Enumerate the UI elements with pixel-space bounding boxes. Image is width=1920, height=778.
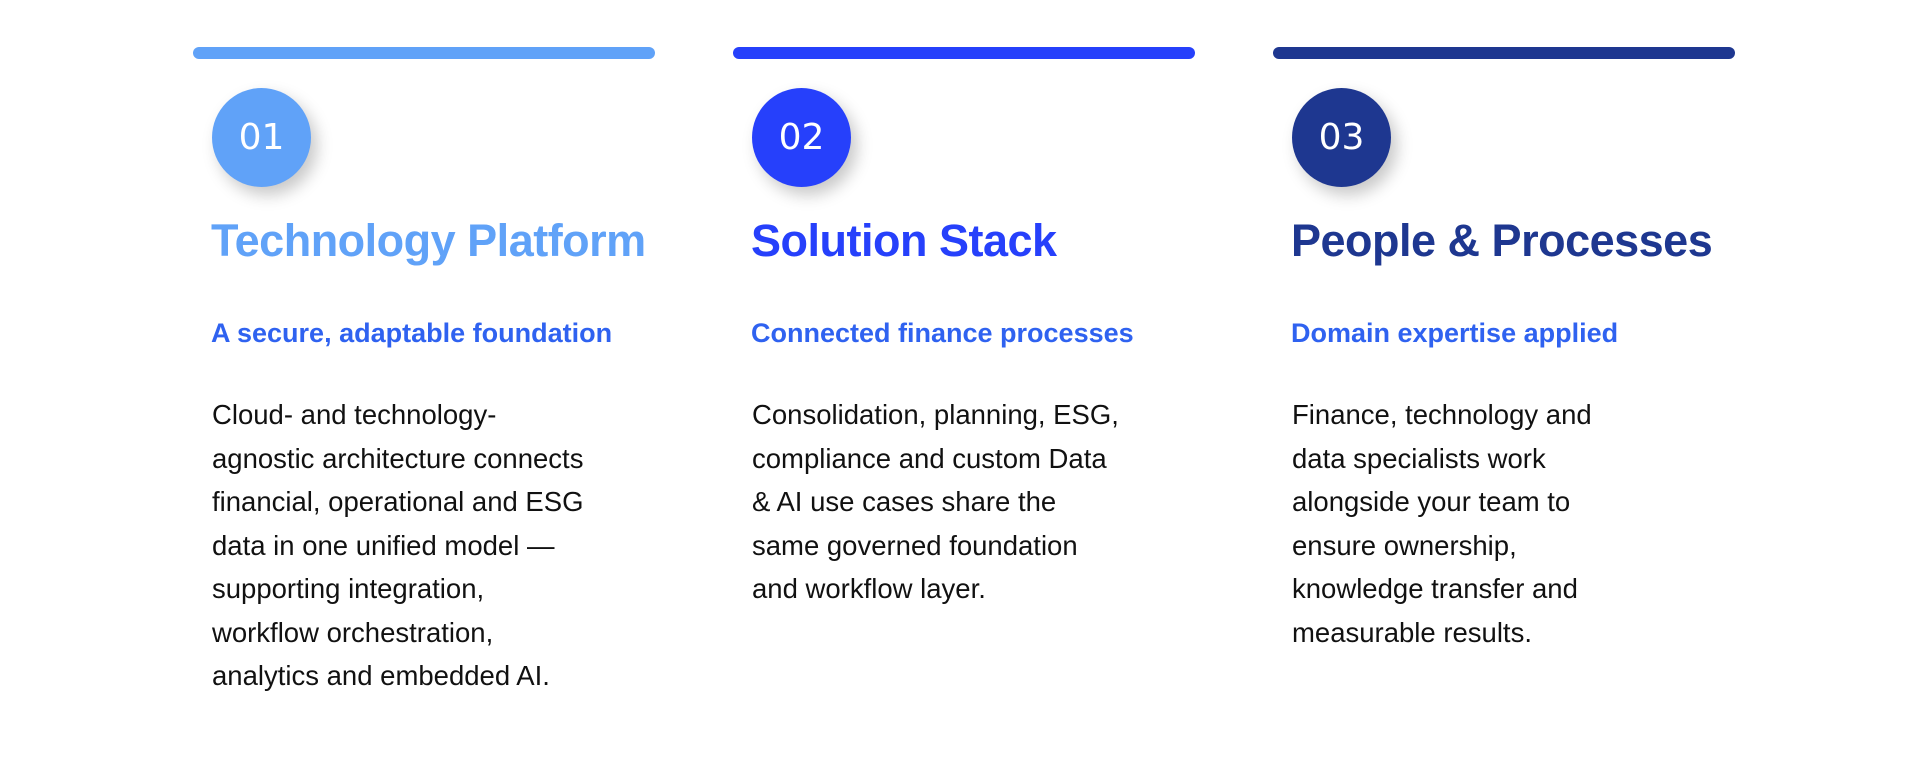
pillar-title: People & Processes [1291, 215, 1713, 266]
pillar-title: Technology Platform [211, 215, 646, 266]
number-badge: 03 [1292, 88, 1391, 187]
badge-number: 03 [1318, 117, 1365, 158]
pillar-solution-stack: 02 Solution Stack Connected finance proc… [733, 47, 1195, 604]
pillar-description: Consolidation, planning, ESG, compliance… [752, 399, 1119, 604]
pillar-description: Cloud- and technology-agnostic architect… [212, 399, 584, 691]
accent-bar [1273, 47, 1735, 59]
pillar-description: Finance, technology and data specialists… [1292, 399, 1592, 648]
badge-number: 01 [238, 117, 285, 158]
pillar-subtitle: Domain expertise applied [1291, 318, 1619, 348]
pillar-subtitle: A secure, adaptable foundation [211, 318, 613, 348]
number-badge: 01 [212, 88, 311, 187]
accent-bar [733, 47, 1195, 59]
badge-number: 02 [778, 117, 825, 158]
pillar-people-processes: 03 People & Processes Domain expertise a… [1273, 47, 1735, 648]
pillar-subtitle: Connected finance processes [751, 318, 1134, 348]
accent-bar [193, 47, 655, 59]
pillars-section: 01 Technology Platform A secure, adaptab… [193, 47, 1735, 691]
pillar-title: Solution Stack [751, 215, 1057, 266]
pillar-technology-platform: 01 Technology Platform A secure, adaptab… [193, 47, 655, 691]
number-badge: 02 [752, 88, 851, 187]
